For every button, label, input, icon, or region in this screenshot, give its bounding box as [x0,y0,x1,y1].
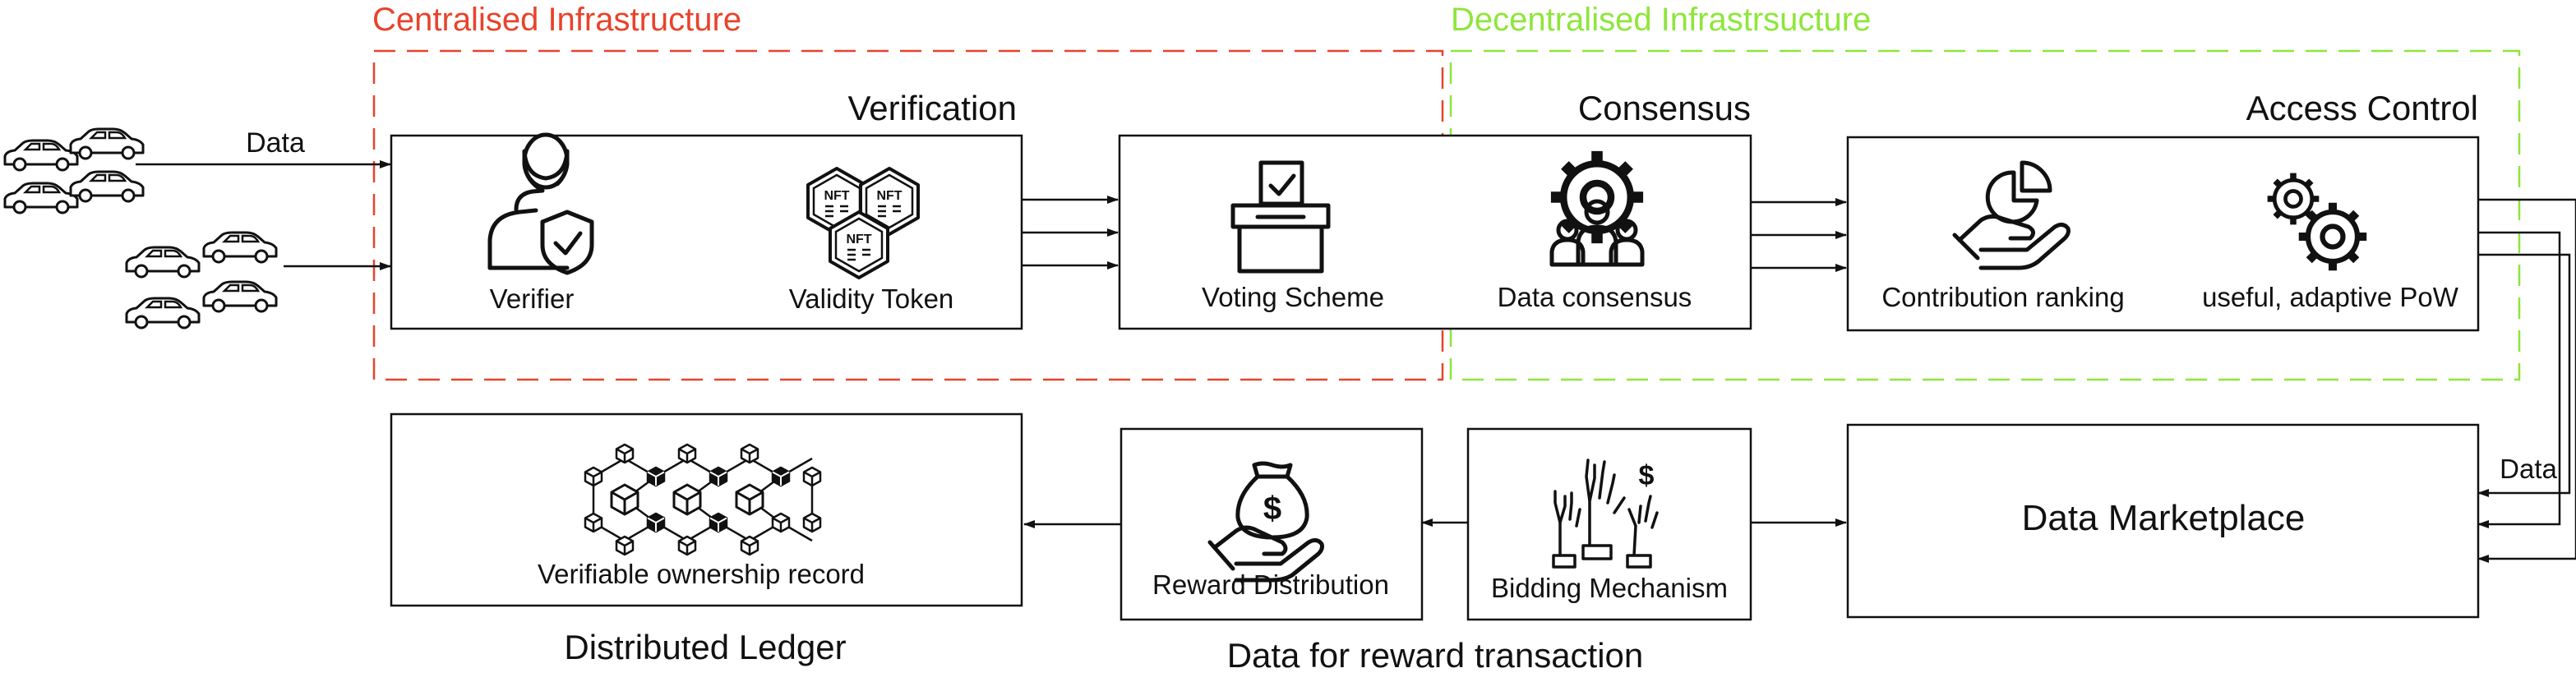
pie-hand-icon [1952,160,2070,270]
verification-title: Verification [848,89,1017,127]
car-icon [69,170,145,203]
car-fleet-top [3,127,145,214]
pow-label: useful, adaptive PoW [2202,282,2459,312]
car-fleet-bottom [125,231,278,329]
verifier-shield-icon [487,132,594,275]
access-control-box [1846,136,2480,332]
svg-text:$: $ [1639,460,1655,491]
data-input-label: Data [246,127,305,159]
reward-distribution-label: Reward Distribution [1152,569,1389,600]
svg-text:NFT: NFT [824,189,849,203]
consensus-title: Consensus [1578,89,1751,127]
car-icon [3,139,79,172]
data-label-bg [2497,452,2555,485]
verifier-label: Verifier [490,283,575,314]
car-icon [202,280,278,313]
data-output-label: Data [2500,454,2557,484]
voting-scheme-label: Voting Scheme [1202,282,1384,312]
access-control-title: Access Control [2246,89,2478,127]
contribution-ranking-label: Contribution ranking [1881,282,2124,312]
verification-box [390,134,1023,330]
data-marketplace-box [1846,423,2480,619]
loop-line-3 [2477,253,2571,497]
validity-token-label: Validity Token [789,283,954,314]
car-icon [202,231,278,264]
nft-token-icon: NFT NFT NFT [806,167,920,279]
ownership-record-label: Verifiable ownership record [538,559,865,589]
data-for-reward-title: Data for reward transaction [1227,636,1644,675]
data-marketplace-label: Data Marketplace [2022,498,2306,538]
bidding-box [1466,427,1752,621]
svg-text:NFT: NFT [846,233,871,247]
ballot-box-icon [1230,160,1331,274]
car-icon [3,182,79,214]
decentralised-region-label: Decentralised Infrastrsucture [1451,2,1871,38]
centralised-region-label: Centralised Infrastructure [372,2,741,38]
car-icon [125,297,201,329]
team-gear-icon [1551,151,1643,267]
distributed-ledger-title: Distributed Ledger [564,628,846,666]
blockchain-icon [584,443,822,556]
loop-line-2 [2477,231,2561,528]
svg-text:NFT: NFT [876,189,902,203]
consensus-box [1118,134,1752,330]
reward-distribution-box [1119,427,1424,621]
car-icon [69,127,145,160]
svg-text:$: $ [1263,491,1281,527]
car-icon [125,246,201,279]
bidding-mechanism-label: Bidding Mechanism [1491,573,1728,603]
raised-hands-icon: $ [1552,459,1659,569]
data-consensus-label: Data consensus [1498,282,1692,312]
money-bag-hand-icon: $ [1207,461,1324,583]
ledger-box [390,412,1023,607]
loop-line-1 [2477,198,2576,563]
